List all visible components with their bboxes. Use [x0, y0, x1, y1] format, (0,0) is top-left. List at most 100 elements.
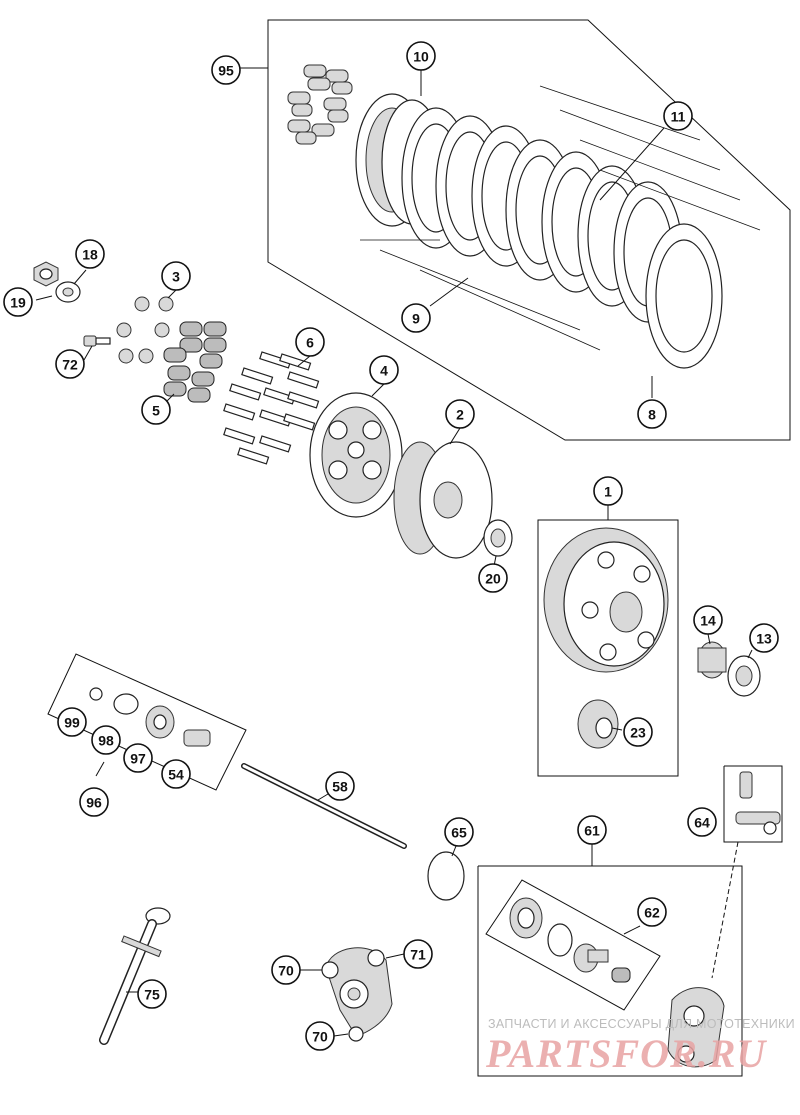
- callout-9: 9: [401, 303, 431, 333]
- callout-circle: [478, 563, 508, 593]
- callout-label: 61: [584, 823, 600, 839]
- watermark-tagline: ЗАПЧАСТИ И АКСЕССУАРЫ ДЛЯ МОТОТЕХНИКИ: [488, 1017, 795, 1031]
- callout-label: 4: [380, 363, 388, 379]
- callout-label: 75: [144, 987, 160, 1003]
- callout-circle: [295, 327, 325, 357]
- callout-label: 5: [152, 403, 160, 419]
- callout-circle: [406, 41, 436, 71]
- callout-label: 65: [451, 825, 467, 841]
- slave-cylinder-frame: [477, 844, 743, 1077]
- callout-circle: [577, 815, 607, 845]
- callout-circle: [403, 939, 433, 969]
- callout-label: 23: [630, 725, 646, 741]
- callout-label: 18: [82, 247, 98, 263]
- callout-58: 58: [325, 771, 355, 801]
- callout-70a: 70: [271, 955, 301, 985]
- callout-circle: [637, 897, 667, 927]
- callout-96: 96: [79, 787, 109, 817]
- callout-label: 13: [756, 631, 772, 647]
- callout-23: 23: [623, 717, 653, 747]
- callout-6: 6: [295, 327, 325, 357]
- gear-leader: [611, 727, 623, 731]
- inner-clutch-hub: [393, 427, 493, 559]
- callout-label: 9: [412, 311, 420, 327]
- callout-14: 14: [693, 605, 723, 635]
- callout-13: 13: [749, 623, 779, 653]
- callout-4: 4: [369, 355, 399, 385]
- callout-72: 72: [55, 349, 85, 379]
- bearing-kit: [47, 653, 247, 791]
- callout-label: 95: [218, 63, 234, 79]
- callout-label: 62: [644, 905, 660, 921]
- callout-8: 8: [637, 399, 667, 429]
- callout-11: 11: [663, 101, 693, 131]
- callout-label: 99: [64, 715, 80, 731]
- pressure-plate: [309, 383, 403, 518]
- thrust-washer: [483, 519, 513, 567]
- callout-62: 62: [637, 897, 667, 927]
- callout-10: 10: [406, 41, 436, 71]
- callout-64: 64: [687, 807, 717, 837]
- callout-label: 10: [413, 49, 429, 65]
- callout-circle: [687, 807, 717, 837]
- bolt-72: [83, 335, 111, 361]
- callout-label: 70: [312, 1029, 328, 1045]
- callout-20: 20: [478, 563, 508, 593]
- callout-label: 2: [456, 407, 464, 423]
- callout-circle: [749, 623, 779, 653]
- clutch-plates-stack: [355, 93, 723, 369]
- callout-3: 3: [161, 261, 191, 291]
- callout-label: 11: [671, 109, 686, 125]
- callout-label: 19: [10, 295, 26, 311]
- callout-label: 71: [410, 947, 426, 963]
- callout-5: 5: [141, 395, 171, 425]
- callout-circle: [137, 979, 167, 1009]
- callout-circle: [445, 399, 475, 429]
- callout-circle: [161, 261, 191, 291]
- callout-18: 18: [75, 239, 105, 269]
- o-ring: [427, 845, 465, 901]
- callout-99: 99: [57, 707, 87, 737]
- callout-label: 58: [332, 779, 348, 795]
- callout-circle: [693, 605, 723, 635]
- callout-65: 65: [444, 817, 474, 847]
- callout-label: 3: [172, 269, 180, 285]
- callout-70b: 70: [305, 1021, 335, 1051]
- callout-54: 54: [161, 759, 191, 789]
- clutch-springs-kit: [287, 64, 353, 145]
- clutch-slave-cover: [300, 947, 405, 1042]
- callout-label: 72: [62, 357, 78, 373]
- callout-label: 1: [604, 484, 612, 500]
- callout-1: 1: [593, 476, 623, 506]
- callout-label: 97: [130, 751, 146, 767]
- watermark-logo: PARTSFOR.RU: [486, 1031, 767, 1076]
- bleeder-kit: [711, 765, 783, 979]
- callout-circle: [211, 55, 241, 85]
- callout-circle: [75, 239, 105, 269]
- callout-circle: [141, 395, 171, 425]
- callout-75: 75: [137, 979, 167, 1009]
- bushing-parts: [697, 633, 761, 697]
- slave-cylinder-body: [667, 987, 725, 1068]
- clutch-basket-frame: [537, 505, 679, 777]
- callout-label: 64: [694, 815, 710, 831]
- callout-61: 61: [577, 815, 607, 845]
- clutch-springs: [163, 321, 227, 405]
- callout-19: 19: [3, 287, 33, 317]
- callout-circle: [79, 787, 109, 817]
- callout-71: 71: [403, 939, 433, 969]
- callout-circle: [57, 707, 87, 737]
- callout-circle: [325, 771, 355, 801]
- callout-circle: [401, 303, 431, 333]
- callout-circle: [161, 759, 191, 789]
- callout-label: 96: [86, 795, 102, 811]
- clutch-plate-kit-frame: [238, 19, 791, 441]
- callout-2: 2: [445, 399, 475, 429]
- callout-circle: [444, 817, 474, 847]
- callout-circle: [593, 476, 623, 506]
- callout-circle: [663, 101, 693, 131]
- callout-circle: [637, 399, 667, 429]
- grease-syringe: [99, 907, 171, 1045]
- callout-label: 20: [485, 571, 501, 587]
